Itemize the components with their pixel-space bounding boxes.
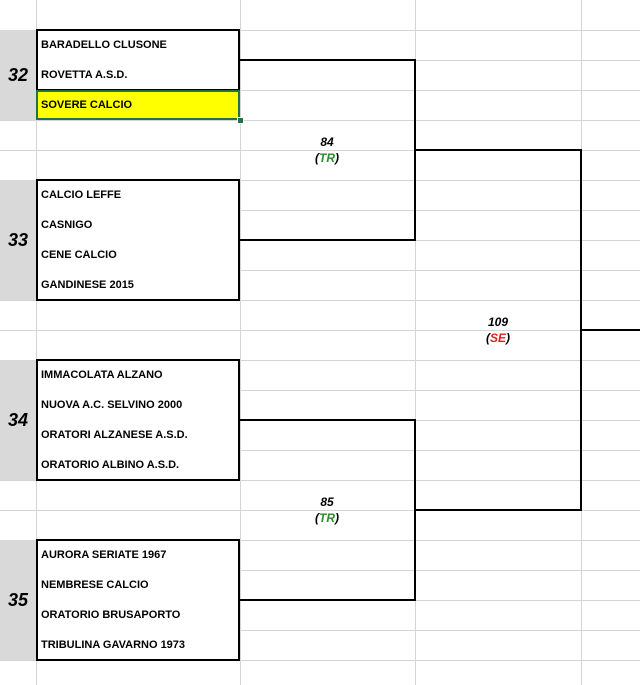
team-name: CASNIGO bbox=[41, 219, 93, 231]
group-number-34[interactable]: 34 bbox=[0, 360, 36, 480]
row-gridline bbox=[0, 330, 640, 331]
team-name: IMMACOLATA ALZANO bbox=[41, 369, 163, 381]
bracket-line bbox=[240, 599, 416, 601]
selected-team-cell[interactable]: SOVERE CALCIO bbox=[36, 90, 240, 120]
match-code-close-paren: ) bbox=[335, 151, 339, 165]
match-code-open-paren: ( bbox=[485, 331, 490, 345]
row-gridline bbox=[0, 660, 640, 661]
group-number-label: 35 bbox=[7, 589, 29, 610]
team-cell[interactable]: CASNIGO bbox=[36, 210, 240, 240]
row-gridline bbox=[0, 300, 640, 301]
group-number-label: 34 bbox=[7, 409, 29, 430]
row-gridline bbox=[0, 570, 640, 571]
column-gridline bbox=[36, 0, 37, 685]
match-code-text: SE bbox=[489, 331, 506, 345]
match-number: 109 bbox=[487, 315, 509, 329]
match-label-84: 84 (TR) bbox=[287, 134, 367, 166]
match-code-close-paren: ) bbox=[506, 331, 510, 345]
group-number-33[interactable]: 33 bbox=[0, 180, 36, 300]
team-name: TRIBULINA GAVARNO 1973 bbox=[41, 639, 186, 651]
row-gridline bbox=[0, 480, 640, 481]
match-number: 85 bbox=[320, 495, 334, 509]
team-name: AURORA SERIATE 1967 bbox=[41, 549, 167, 561]
match-code: (TR) bbox=[287, 150, 367, 166]
group-box-35 bbox=[36, 539, 240, 661]
team-cell[interactable]: CENE CALCIO bbox=[36, 240, 240, 270]
team-cell[interactable]: GANDINESE 2015 bbox=[36, 270, 240, 300]
team-cell[interactable]: AURORA SERIATE 1967 bbox=[36, 540, 240, 570]
match-code: (SE) bbox=[458, 330, 538, 346]
match-label-109: 109 (SE) bbox=[458, 314, 538, 346]
match-code-close-paren: ) bbox=[335, 511, 339, 525]
team-name: ORATORIO BRUSAPORTO bbox=[41, 609, 181, 621]
match-code-open-paren: ( bbox=[315, 511, 319, 525]
column-gridline bbox=[415, 0, 416, 685]
bracket-line bbox=[240, 239, 416, 241]
team-cell[interactable]: NEMBRESE CALCIO bbox=[36, 570, 240, 600]
team-cell[interactable]: ROVETTA A.S.D. bbox=[36, 60, 240, 90]
row-gridline bbox=[0, 390, 640, 391]
fill-handle[interactable] bbox=[237, 117, 244, 124]
match-label-85: 85 (TR) bbox=[287, 494, 367, 526]
team-name: ORATORIO ALBINO A.S.D. bbox=[41, 459, 180, 471]
row-gridline bbox=[0, 180, 640, 181]
row-gridline bbox=[0, 540, 640, 541]
team-cell[interactable]: ORATORI ALZANESE A.S.D. bbox=[36, 420, 240, 450]
row-gridline bbox=[0, 150, 640, 151]
team-name: GANDINESE 2015 bbox=[41, 279, 134, 291]
team-name: ORATORI ALZANESE A.S.D. bbox=[41, 429, 188, 441]
team-name: NUOVA A.C. SELVINO 2000 bbox=[41, 399, 183, 411]
row-gridline bbox=[0, 210, 640, 211]
team-name: SOVERE CALCIO bbox=[41, 99, 133, 111]
group-box-33 bbox=[36, 179, 240, 301]
team-name: ROVETTA A.S.D. bbox=[41, 69, 128, 81]
row-gridline bbox=[0, 360, 640, 361]
match-code-text: TR bbox=[319, 151, 335, 165]
match-code-open-paren: ( bbox=[315, 151, 319, 165]
group-number-label: 32 bbox=[7, 64, 29, 85]
team-cell[interactable]: CALCIO LEFFE bbox=[36, 180, 240, 210]
group-number-35[interactable]: 35 bbox=[0, 540, 36, 660]
team-cell[interactable]: NUOVA A.C. SELVINO 2000 bbox=[36, 390, 240, 420]
row-gridline bbox=[0, 510, 640, 511]
group-box-34 bbox=[36, 359, 240, 481]
team-name: CENE CALCIO bbox=[41, 249, 117, 261]
bracket-line bbox=[415, 149, 582, 151]
bracket-line bbox=[415, 509, 582, 511]
team-name: BARADELLO CLUSONE bbox=[41, 39, 167, 51]
team-cell[interactable]: IMMACOLATA ALZANO bbox=[36, 360, 240, 390]
row-gridline bbox=[0, 30, 640, 31]
match-number: 84 bbox=[320, 135, 334, 149]
team-cell[interactable]: ORATORIO BRUSAPORTO bbox=[36, 600, 240, 630]
row-gridline bbox=[0, 450, 640, 451]
row-gridline bbox=[0, 270, 640, 271]
bracket-line bbox=[240, 59, 416, 61]
team-name: CALCIO LEFFE bbox=[41, 189, 122, 201]
group-number-32[interactable]: 32 bbox=[0, 30, 36, 120]
row-gridline bbox=[0, 120, 640, 121]
team-cell[interactable]: TRIBULINA GAVARNO 1973 bbox=[36, 630, 240, 660]
team-name: NEMBRESE CALCIO bbox=[41, 579, 149, 591]
group-number-label: 33 bbox=[7, 229, 29, 250]
match-code: (TR) bbox=[287, 510, 367, 526]
bracket-line bbox=[240, 419, 416, 421]
team-cell[interactable]: ORATORIO ALBINO A.S.D. bbox=[36, 450, 240, 480]
bracket-line bbox=[580, 329, 640, 331]
match-code-text: TR bbox=[319, 511, 335, 525]
row-gridline bbox=[0, 90, 640, 91]
team-cell[interactable]: BARADELLO CLUSONE bbox=[36, 30, 240, 60]
row-gridline bbox=[0, 630, 640, 631]
column-gridline bbox=[240, 0, 241, 685]
